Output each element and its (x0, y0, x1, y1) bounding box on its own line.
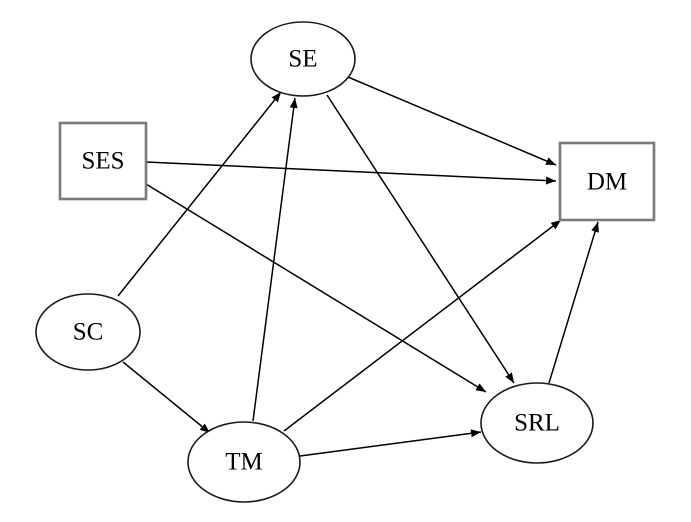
node-srl-label: SRL (514, 410, 560, 437)
node-se: SE (250, 21, 356, 97)
edge-se-to-srl (326, 94, 515, 384)
node-ses-label: SES (81, 148, 124, 175)
node-ses: SES (58, 121, 148, 201)
node-tm-label: TM (225, 449, 263, 476)
node-srl-ellipse (480, 382, 594, 464)
edge-tm-to-srl (299, 429, 482, 457)
node-dm: DM (558, 141, 656, 222)
edge-tm-to-se (252, 97, 298, 422)
edge-srl-to-dm (548, 221, 599, 384)
node-tm: TM (187, 421, 301, 503)
node-srl: SRL (480, 382, 594, 464)
edges (117, 76, 599, 457)
edge-se-to-dm (347, 76, 557, 166)
node-tm-ellipse (187, 421, 301, 503)
edge-sc-to-se (117, 91, 282, 297)
node-dm-label: DM (587, 169, 627, 196)
edge-tm-to-dm (283, 219, 562, 432)
edge-ses-to-dm (145, 161, 557, 185)
node-se-ellipse (250, 21, 356, 97)
node-se-label: SE (288, 46, 317, 73)
edge-ses-to-srl (145, 183, 487, 393)
node-ses-box (58, 121, 148, 201)
node-sc-ellipse (35, 293, 141, 371)
node-sc: SC (35, 293, 141, 371)
edge-sc-to-tm (122, 361, 211, 434)
node-dm-box (558, 141, 656, 222)
node-sc-label: SC (73, 319, 104, 346)
